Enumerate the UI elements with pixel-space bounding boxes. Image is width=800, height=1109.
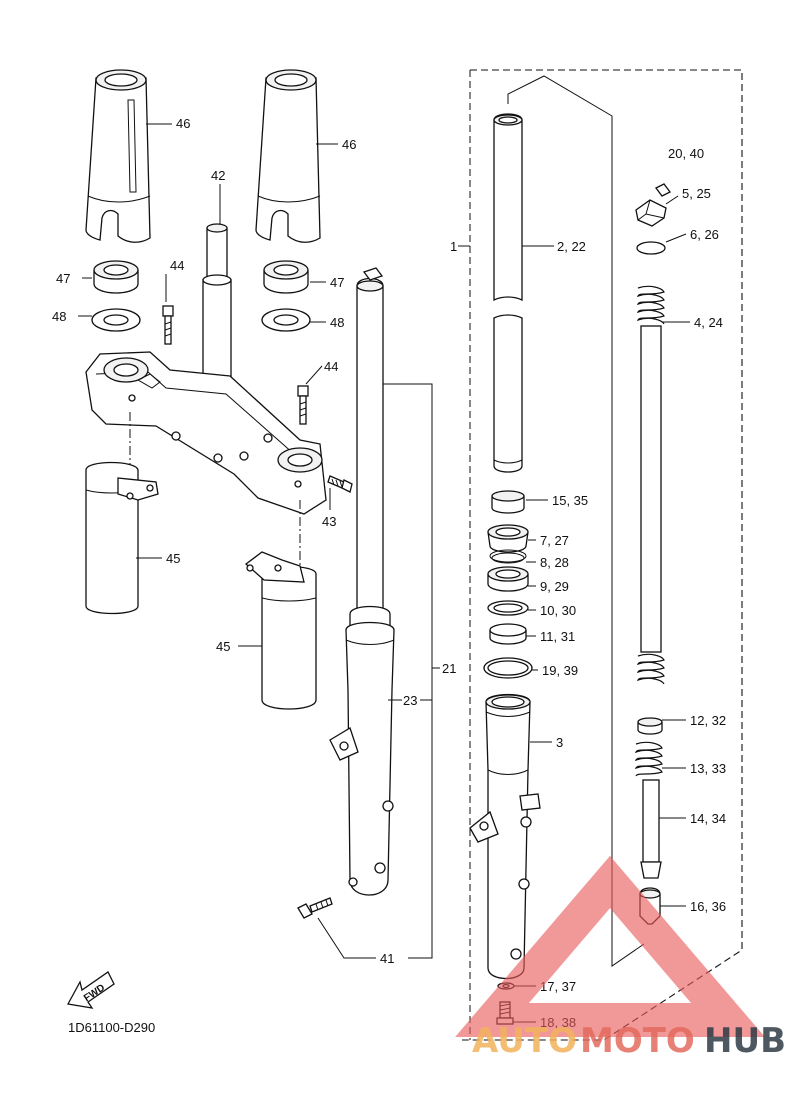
bolt-44-right — [297, 385, 309, 425]
inner-tube-assembled — [349, 267, 391, 631]
under-bracket — [85, 351, 327, 515]
callout-3: 3 — [556, 735, 563, 750]
callout-45-left: 45 — [166, 551, 180, 566]
lower-fork-cover-right — [244, 551, 317, 710]
callout-48-right: 48 — [330, 315, 344, 330]
washer-10 — [487, 600, 529, 616]
lower-fork-cover-left — [85, 461, 159, 615]
callout-1: 1 — [450, 239, 457, 254]
callout-46-right: 46 — [342, 137, 356, 152]
outer-tube — [469, 693, 541, 980]
washer-48-right — [261, 308, 311, 332]
callout-47-right: 47 — [330, 275, 344, 290]
callout-41: 41 — [380, 951, 394, 966]
callout-10-30: 10, 30 — [540, 603, 576, 618]
drawing-code: 1D61100-D290 — [68, 1020, 155, 1035]
leader-lines — [78, 123, 690, 1023]
upper-fork-cover-right — [255, 69, 321, 243]
callout-44-right: 44 — [324, 359, 338, 374]
callout-5-25: 5, 25 — [682, 186, 711, 201]
callout-7-27: 7, 27 — [540, 533, 569, 548]
leader-41 — [317, 917, 376, 959]
exploded-enclosure — [462, 69, 743, 1041]
o-ring-6 — [636, 241, 666, 255]
oil-seal-9 — [487, 566, 529, 592]
bracket-21 — [383, 383, 433, 959]
watermark-text-moto: MOTO — [580, 1021, 695, 1061]
watermark-triangle — [455, 855, 765, 1037]
watermark-logo: AUTO MOTO HUB — [455, 855, 786, 1061]
washer-47-right — [263, 260, 309, 294]
callout-labels: 46 46 42 44 44 47 47 48 48 43 45 45 21 2… — [52, 116, 726, 1030]
callout-13-33: 13, 33 — [690, 761, 726, 776]
callout-2-22: 2, 22 — [557, 239, 586, 254]
inner-tube — [493, 113, 523, 473]
callout-46-left: 46 — [176, 116, 190, 131]
upper-fork-cover-left — [85, 69, 151, 243]
callout-43: 43 — [322, 514, 336, 529]
cap-bolt-5 — [635, 199, 667, 227]
callout-4-24: 4, 24 — [694, 315, 723, 330]
dust-seal-7 — [487, 524, 529, 553]
callout-21: 21 — [442, 661, 456, 676]
watermark-text-auto: AUTO — [472, 1021, 577, 1061]
callout-20-40: 20, 40 — [668, 146, 704, 161]
callout-16-36: 16, 36 — [690, 899, 726, 914]
slide-bushing-15 — [491, 490, 525, 514]
watermark-text-hub: HUB — [704, 1021, 786, 1061]
axle-bolt-41 — [297, 897, 333, 919]
callout-9-29: 9, 29 — [540, 579, 569, 594]
bolt-44-left — [162, 305, 174, 345]
callout-42: 42 — [211, 168, 225, 183]
ring-19 — [483, 657, 533, 679]
exploded-guide — [507, 75, 645, 967]
fwd-arrow: FWD — [66, 971, 115, 1009]
bolt-43 — [327, 475, 353, 493]
callout-48-left: 48 — [52, 309, 66, 324]
callout-15-35: 15, 35 — [552, 493, 588, 508]
slide-bushing-11 — [489, 623, 527, 645]
callout-11-31: 11, 31 — [540, 629, 575, 644]
washer-47-left — [93, 260, 139, 294]
rebound-spring-13 — [634, 741, 663, 777]
fork-spring — [636, 285, 665, 685]
callout-6-26: 6, 26 — [690, 227, 719, 242]
callout-47-left: 47 — [56, 271, 70, 286]
callout-12-32: 12, 32 — [690, 713, 726, 728]
retaining-clip-8 — [489, 549, 527, 564]
valve-20 — [655, 183, 671, 197]
callout-23: 23 — [403, 693, 417, 708]
callout-19-39: 19, 39 — [542, 663, 578, 678]
damper-rod-14 — [640, 779, 662, 879]
callout-17-37: 17, 37 — [540, 979, 576, 994]
callout-8-28: 8, 28 — [540, 555, 569, 570]
outer-tube-assembled — [329, 621, 395, 896]
washer-48-left — [91, 308, 141, 332]
callout-14-34: 14, 34 — [690, 811, 726, 826]
callout-44-left: 44 — [170, 258, 184, 273]
callout-45-right: 45 — [216, 639, 230, 654]
spring-seat-12 — [637, 717, 663, 735]
